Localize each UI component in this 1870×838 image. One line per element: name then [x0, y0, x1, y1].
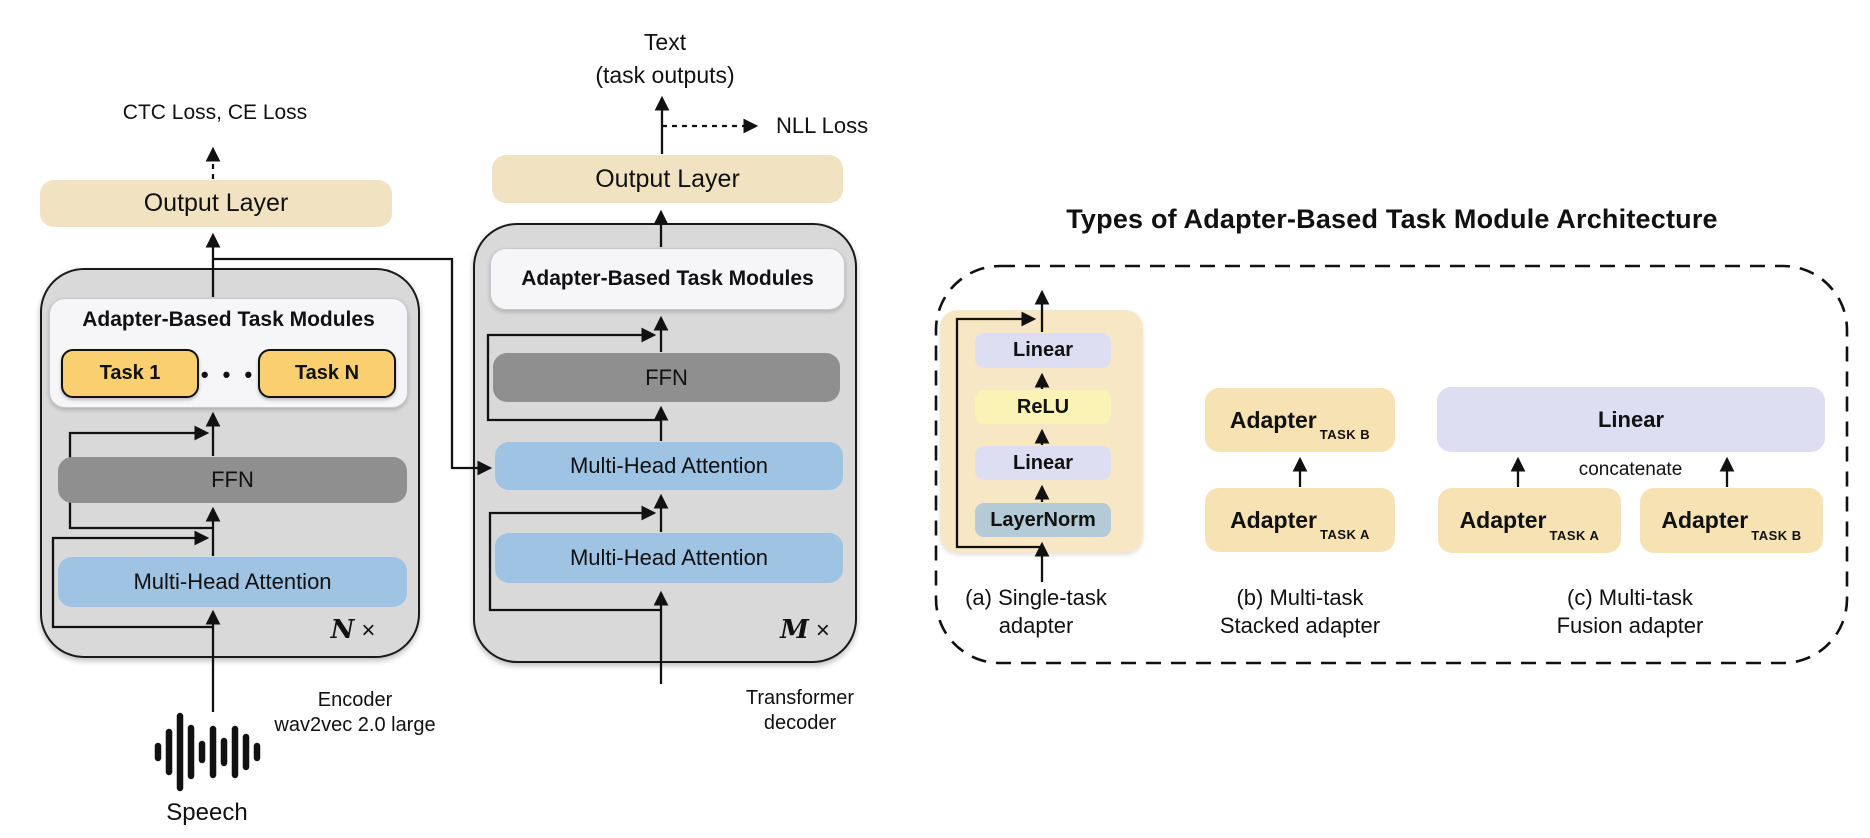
fusion-task-b-subscript: TASK B	[1751, 528, 1802, 543]
encoder-repeat-multiplier: N ×	[316, 615, 390, 647]
encoder-to-decoder-connector	[213, 257, 493, 476]
encoder-adapter-panel: Adapter-Based Task Modules Task 1 • • • …	[49, 298, 408, 408]
fusion-concatenate-label: concatenate	[1578, 459, 1683, 480]
fusion-caption-line1: (c) Multi-task	[1567, 585, 1693, 610]
stacked-caption-line1: (b) Multi-task	[1236, 585, 1364, 610]
fusion-linear-box: Linear	[1437, 387, 1825, 452]
decoder-repeat-letter: M	[780, 615, 809, 645]
stacked-task-a-subscript: TASK A	[1319, 527, 1370, 542]
decoder-ffn-residual	[486, 327, 661, 422]
task-n-chip: Task N	[258, 349, 396, 398]
fusion-task-b-word: Adapter	[1661, 507, 1749, 533]
decoder-repeat-multiplier: M ×	[768, 615, 842, 647]
fusion-caption-line2: Fusion adapter	[1556, 613, 1704, 638]
task-ellipsis: • • •	[200, 361, 257, 387]
decoder-ffn-box: FFN	[493, 353, 840, 402]
decoder-adapter-panel: Adapter-Based Task Modules	[490, 248, 845, 310]
ctc-loss-label: CTC Loss, CE Loss	[122, 101, 308, 124]
decoder-arrows	[486, 95, 759, 684]
task-1-chip: Task 1	[61, 349, 199, 398]
single-relu-box: ReLU	[975, 390, 1111, 424]
encoder-caption-line1: Encoder	[317, 689, 393, 711]
decoder-self-attention-box: Multi-Head Attention	[495, 533, 843, 583]
fusion-adapter-task-b-box: Adapter TASK B	[1640, 488, 1823, 553]
fusion-task-a-subscript: TASK A	[1549, 528, 1600, 543]
decoder-caption-line1: Transformer	[745, 687, 855, 709]
encoder-mha-box: Multi-Head Attention	[58, 557, 407, 607]
fusion-task-a-word: Adapter	[1459, 507, 1547, 533]
speech-input-label: Speech	[166, 799, 248, 826]
single-task-caption: (a) Single-task adapter	[930, 584, 1142, 640]
encoder-repeat-letter: N	[330, 615, 355, 645]
encoder-adapter-panel-title: Adapter-Based Task Modules	[82, 308, 375, 331]
encoder-arrows	[51, 146, 493, 712]
decoder-repeat-times: ×	[815, 617, 830, 644]
task-row: Task 1 • • • Task N	[50, 349, 407, 398]
decoder-caption-line2: decoder	[763, 712, 837, 734]
speech-waveform-icon	[154, 712, 261, 792]
decoder-output-text-line1: Text	[643, 29, 687, 55]
single-linear-bottom-box: Linear	[975, 446, 1111, 480]
decoder-selfattn-residual	[488, 505, 661, 612]
encoder-output-layer: Output Layer	[40, 180, 392, 227]
decoder-cross-attention-box: Multi-Head Attention	[495, 442, 843, 490]
adapter-a-residual	[955, 311, 1042, 549]
stacked-fusion-arrows	[1292, 456, 1735, 487]
stacked-adapter-task-b-box: Adapter TASK B	[1205, 388, 1395, 452]
single-linear-top-box: Linear	[975, 333, 1111, 368]
encoder-caption-line2: wav2vec 2.0 large	[274, 714, 436, 736]
stacked-caption-line2: Stacked adapter	[1219, 613, 1381, 638]
encoder-repeat-times: ×	[361, 617, 376, 644]
fusion-caption: (c) Multi-task Fusion adapter	[1524, 584, 1736, 640]
stacked-task-a-word: Adapter	[1230, 506, 1317, 533]
stacked-task-b-word: Adapter	[1229, 406, 1317, 433]
decoder-adapter-panel-title: Adapter-Based Task Modules	[521, 267, 814, 290]
adapter-types-title: Types of Adapter-Based Task Module Archi…	[1066, 204, 1718, 234]
single-task-caption-line1: (a) Single-task	[965, 585, 1107, 610]
fusion-adapter-task-a-box: Adapter TASK A	[1438, 488, 1621, 553]
stacked-task-b-subscript: TASK B	[1319, 427, 1371, 442]
single-task-caption-line2: adapter	[998, 613, 1074, 638]
decoder-output-text: Text (task outputs)	[565, 26, 765, 92]
encoder-ffn-box: FFN	[58, 457, 407, 503]
decoder-output-layer: Output Layer	[492, 155, 843, 203]
stacked-adapter-task-a-box: Adapter TASK A	[1205, 488, 1395, 552]
stacked-caption: (b) Multi-task Stacked adapter	[1194, 584, 1406, 640]
single-layernorm-box: LayerNorm	[975, 503, 1111, 537]
decoder-output-text-line2: (task outputs)	[595, 62, 735, 88]
encoder-caption: Encoder wav2vec 2.0 large	[250, 688, 460, 738]
decoder-caption: Transformer decoder	[695, 686, 905, 736]
single-task-adapter-arrows	[955, 289, 1050, 582]
nll-loss-label: NLL Loss	[776, 113, 869, 138]
encoder-mha-residual	[51, 530, 213, 629]
